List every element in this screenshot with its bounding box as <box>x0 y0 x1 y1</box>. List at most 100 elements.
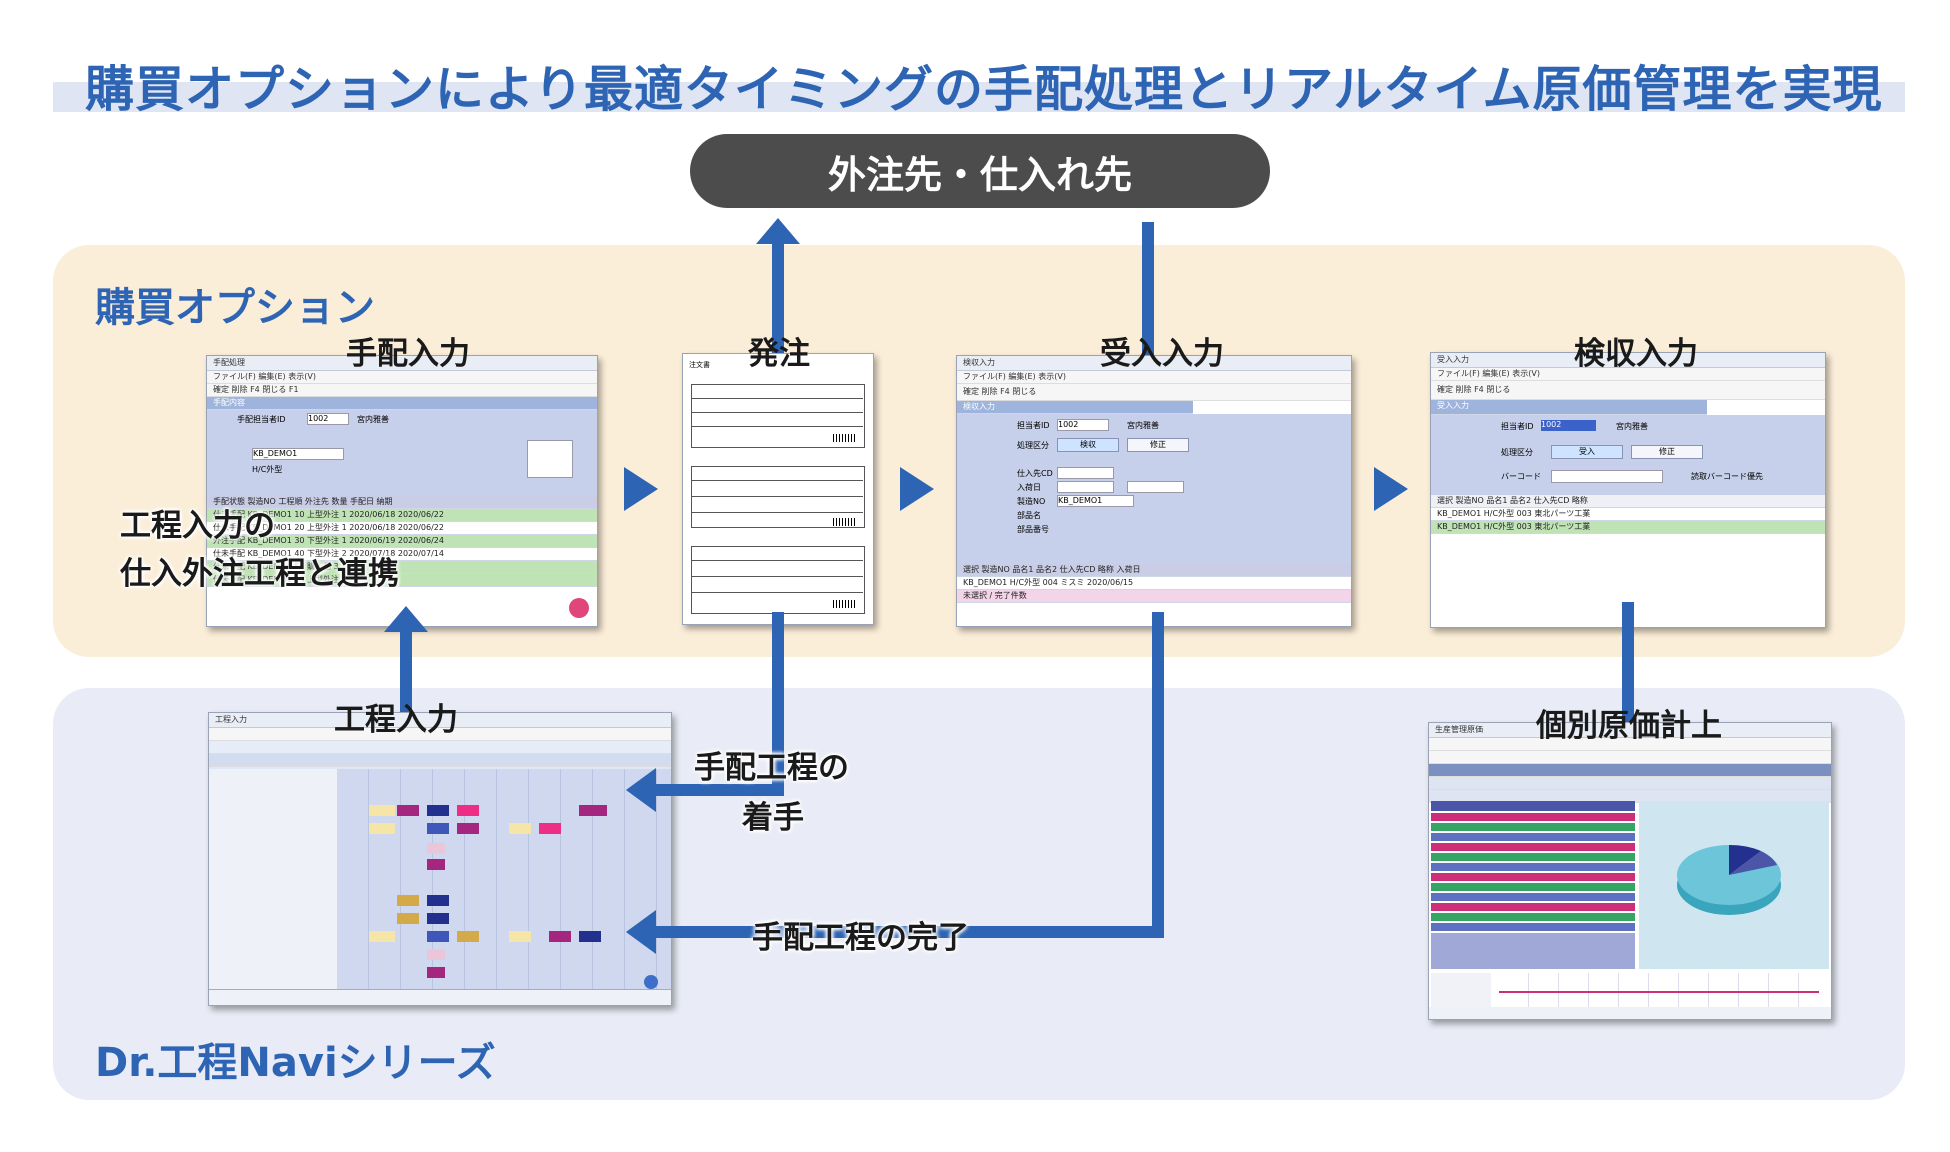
start-note-line1: 手配工程の <box>694 750 849 786</box>
step-cost-label: 個別原価計上 <box>1536 708 1722 744</box>
footer-status: 未選択 / 完了件数 <box>957 590 1351 603</box>
process-gantt-screenshot: 工程入力 <box>208 712 672 1006</box>
barcode-icon <box>833 518 857 526</box>
menu-bar: ファイル(F) 編集(E) 表示(V) <box>1431 368 1825 381</box>
person-label: 担当者ID <box>1501 422 1534 431</box>
link-note-line2: 仕入外注工程と連携 <box>120 556 399 592</box>
toolbar: 確定 削除 F4 閉じる <box>1431 381 1825 400</box>
arrow-head-left <box>626 910 656 954</box>
arrow-head-left <box>626 768 656 812</box>
arrow-head-up <box>756 218 800 244</box>
supplier-label: 仕入先CD <box>1017 469 1053 478</box>
step-order-label: 発注 <box>748 336 810 372</box>
arrangement-input-screenshot: 手配処理 ファイル(F) 編集(E) 表示(V) 確定 削除 F4 閉じる F1… <box>206 355 598 627</box>
window-title: 生産管理原価 <box>1429 723 1831 738</box>
person-id-field[interactable]: 1002 <box>1541 420 1596 431</box>
start-connector <box>772 612 784 790</box>
table-row[interactable]: 仕未手配 KB_DEMO1 10 上型外注 1 2020/06/18 2020/… <box>207 509 597 522</box>
inspect-button[interactable]: 検収 <box>1057 438 1119 452</box>
date-to-field[interactable] <box>1127 481 1184 493</box>
complete-note: 手配工程の完了 <box>752 920 969 956</box>
flow-arrow-right <box>624 467 658 511</box>
class-label: 処理区分 <box>1501 448 1533 457</box>
date-from-field[interactable] <box>1057 481 1114 493</box>
table-row[interactable]: 仕未手配 KB_DEMO1 20 上型外注 1 2020/06/18 2020/… <box>207 522 597 535</box>
accept-button[interactable]: 受入 <box>1551 445 1623 459</box>
menu-bar: ファイル(F) 編集(E) 表示(V) <box>957 371 1351 384</box>
table-row[interactable]: 仕未手配 KB_DEMO1 40 下型外注 2 2020/07/18 2020/… <box>207 548 597 561</box>
step-inspection-label: 検収入力 <box>1574 336 1698 372</box>
arrow-head-up <box>384 606 428 632</box>
flow-arrow-right <box>900 467 934 511</box>
fab-icon[interactable] <box>569 598 589 618</box>
purchase-section-title: 購買オプション <box>95 285 375 331</box>
barcode-field[interactable] <box>1551 470 1663 483</box>
table-row[interactable]: KB_DEMO1 H/C外型 003 東北パーツ工業 <box>1431 508 1825 521</box>
link-note-line1: 工程入力の <box>120 508 275 544</box>
person-name: 宮内雅善 <box>357 415 389 424</box>
modify-button[interactable]: 修正 <box>1127 438 1189 452</box>
person-name: 宮内雅善 <box>1127 421 1159 430</box>
table-header: 選択 製造NO 品名1 品名2 仕入先CD 略称 入荷日 <box>957 564 1351 577</box>
table-header: 手配状態 製造NO 工程順 外注先 数量 手配日 納期 <box>207 496 597 509</box>
part-label: 部品名 <box>1017 511 1041 520</box>
toolbar: 確定 削除 F4 閉じる <box>957 384 1351 401</box>
person-label: 担当者ID <box>1017 421 1050 430</box>
date-label: 入荷日 <box>1017 483 1041 492</box>
inspection-to-cost-arrow <box>1622 602 1634 752</box>
item-name: H/C外型 <box>252 465 283 474</box>
band-title: 検収入力 <box>957 401 1193 414</box>
person-name: 宮内雅善 <box>1616 422 1648 431</box>
step-process-input-label: 工程入力 <box>334 702 458 738</box>
part-no-label: 部品番号 <box>1017 525 1049 534</box>
table-row[interactable]: KB_DEMO1 H/C外型 003 東北パーツ工業 <box>1431 521 1825 534</box>
band-title: 手配内容 <box>207 397 597 410</box>
window-title: 検収入力 <box>957 356 1351 371</box>
window-title: 手配処理 <box>207 356 597 371</box>
form-area: 担当者ID 1002 宮内雅善 処理区分 受入 修正 バーコード 読取バーコード… <box>1431 415 1825 495</box>
barcode-icon <box>833 600 857 608</box>
zoom-icon[interactable] <box>644 975 658 989</box>
class-label: 処理区分 <box>1017 441 1049 450</box>
person-id-field[interactable]: 1002 <box>1057 419 1109 431</box>
start-connector-horizontal <box>654 784 784 796</box>
image-box <box>527 440 573 478</box>
headline: 購買オプションにより最適タイミングの手配処理とリアルタイム原価管理を実現 <box>85 61 1883 118</box>
band-title: 受入入力 <box>1431 400 1707 415</box>
doc-title: 注文書 <box>689 361 710 369</box>
supplier-pill: 外注先・仕入れ先 <box>690 134 1270 208</box>
form-area: 担当者ID 1002 宮内雅善 処理区分 検収 修正 仕入先CD 入荷日 製造N… <box>957 414 1351 564</box>
barcode-option[interactable]: 読取バーコード優先 <box>1691 472 1763 481</box>
barcode-icon <box>833 434 857 442</box>
cost-screenshot: 生産管理原価 <box>1428 722 1832 1020</box>
step-receiving-label: 受入入力 <box>1100 336 1224 372</box>
inspection-input-screenshot: 受入入力 ファイル(F) 編集(E) 表示(V) 確定 削除 F4 閉じる 受入… <box>1430 352 1826 628</box>
window-title: 工程入力 <box>209 713 671 728</box>
barcode-label: バーコード <box>1501 472 1541 481</box>
supplier-to-receiving-arrow <box>1142 222 1154 382</box>
start-note-line2: 着手 <box>742 800 804 836</box>
person-label: 手配担当者ID <box>237 415 286 424</box>
navi-section-title: Dr.工程Naviシリーズ <box>95 1040 496 1086</box>
modify-button[interactable]: 修正 <box>1631 445 1703 459</box>
person-id-field[interactable]: 1002 <box>307 413 349 425</box>
complete-connector <box>1152 612 1164 938</box>
item-no-field[interactable]: KB_DEMO1 <box>252 448 344 460</box>
purchase-order-document: 注文書 <box>682 353 874 625</box>
item-field[interactable]: KB_DEMO1 <box>1057 495 1134 507</box>
headline-underline <box>53 82 1905 112</box>
table-row[interactable]: 外注手配 KB_DEMO1 30 下型外注 1 2020/06/19 2020/… <box>207 535 597 548</box>
table-header: 選択 製造NO 品名1 品名2 仕入先CD 略称 <box>1431 495 1825 508</box>
pie-chart <box>1677 844 1781 915</box>
form-area: 手配担当者ID 1002 宮内雅善 KB_DEMO1 H/C外型 <box>207 410 597 496</box>
toolbar: 確定 削除 F4 閉じる F1 <box>207 384 597 397</box>
table-row[interactable]: 仕未手配 KB_DEMO1 50 購入品 3 <box>207 561 597 574</box>
window-title: 受入入力 <box>1431 353 1825 368</box>
supplier-field[interactable] <box>1057 467 1114 479</box>
table-row[interactable]: KB_DEMO1 H/C外型 004 ミスミ 2020/06/15 <box>957 577 1351 590</box>
flow-arrow-right <box>1374 467 1408 511</box>
item-label: 製造NO <box>1017 497 1046 506</box>
table-row[interactable]: 仕未手配 KB_DEMO1 60 上型外注 3 <box>207 574 597 587</box>
complete-connector-horizontal <box>654 926 1164 938</box>
step-arrangement-label: 手配入力 <box>346 336 470 372</box>
